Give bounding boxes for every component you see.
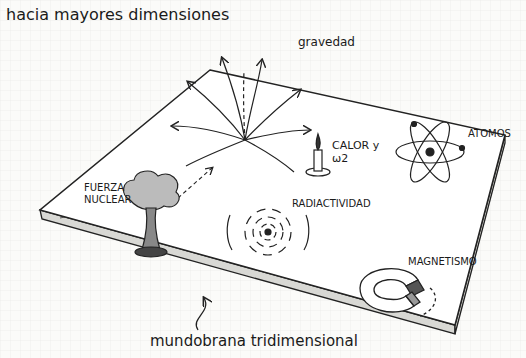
force-label: CALOR y ω2	[332, 140, 380, 165]
force-label: RADIACTIVIDAD	[292, 198, 371, 210]
force-label: FUERZA NUCLEAR	[84, 182, 124, 205]
force-label: gravedad	[298, 36, 355, 50]
force-label: MAGNETISMO	[408, 256, 477, 268]
caption-note: mundobrana tridimensional	[150, 333, 358, 350]
force-label: ATOMOS	[468, 128, 511, 140]
direction-note: hacia mayores dimensiones	[6, 6, 229, 24]
